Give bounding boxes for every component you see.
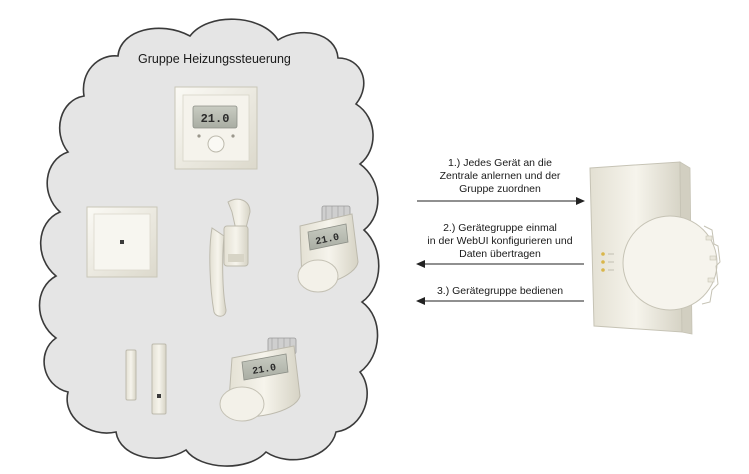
- wall-thermostat: [174, 86, 258, 170]
- step-2-line-2: in der WebUI konfigurieren und: [427, 235, 573, 247]
- group-title: Gruppe Heizungssteuerung: [138, 52, 291, 66]
- wall-switch: [86, 206, 158, 278]
- radiator-thermostat-2: [219, 337, 301, 422]
- step-1-label: 1.) Jedes Gerät an die Zentrale anlernen…: [420, 157, 580, 196]
- central-unit: [589, 161, 721, 335]
- step-3-line-1: 3.) Gerätegruppe bedienen: [436, 285, 564, 297]
- step-3-label: 3.) Gerätegruppe bedienen: [420, 285, 580, 298]
- radiator-thermostat-2-display: 21.0: [252, 363, 278, 378]
- step-1-line-2: Zentrale anlernen und der: [439, 170, 561, 182]
- step-1-line-3: Gruppe zuordnen: [459, 183, 541, 195]
- step-1-line-1: 1.) Jedes Gerät an die: [448, 157, 552, 169]
- door-window-contact: [125, 343, 167, 415]
- step-2-line-1: 2.) Gerätegruppe einmal: [443, 222, 557, 234]
- window-handle-sensor: [209, 198, 251, 317]
- radiator-thermostat-1-display: 21.0: [315, 233, 341, 249]
- wall-thermostat-display: 21.0: [201, 112, 230, 126]
- radiator-thermostat-1: [297, 205, 359, 293]
- step-2-line-3: Daten übertragen: [459, 248, 541, 260]
- step-2-label: 2.) Gerätegruppe einmal in der WebUI kon…: [410, 222, 590, 261]
